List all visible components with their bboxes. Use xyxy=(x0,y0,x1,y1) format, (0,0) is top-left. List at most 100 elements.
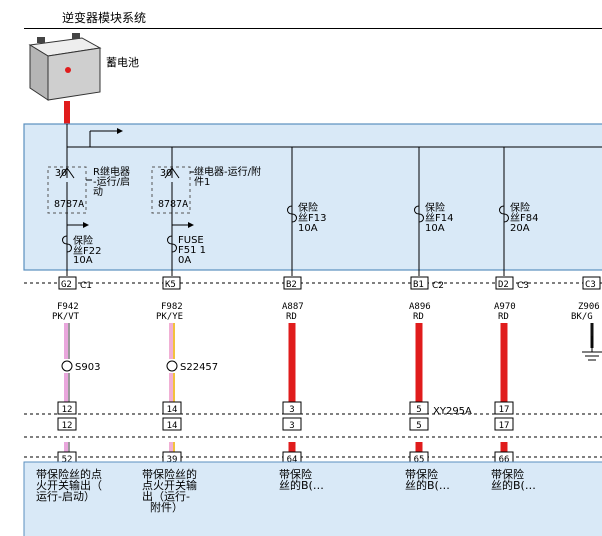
connector-pin-box-row2-5[interactable] xyxy=(494,417,514,431)
output-1-line-3: 运行-启动） xyxy=(36,490,95,503)
fuse-f22-label-3: 10A xyxy=(73,255,93,266)
terminal-b2[interactable] xyxy=(283,276,302,290)
wire-2-segment-1[interactable] xyxy=(169,323,175,359)
connector-pin-box-row1-4[interactable] xyxy=(409,401,429,415)
wire-3-segment-1[interactable] xyxy=(288,323,296,402)
wire-3-segment-3[interactable] xyxy=(288,442,296,452)
terminal-b1-pin: B1 xyxy=(413,280,424,290)
connector-pin-box-row1-5[interactable] xyxy=(494,401,514,415)
battery-terminal xyxy=(65,67,71,73)
connector-pin-box-row2-4[interactable] xyxy=(409,417,429,431)
connector-pin-label-row1-1: 12 xyxy=(62,405,73,415)
fuse-f13-label-3: 10A xyxy=(298,223,318,234)
wires-layer xyxy=(64,323,594,452)
fuse-f14-label-2: 丝F14 xyxy=(425,212,453,224)
connector-pin-box-row2-2[interactable] xyxy=(162,417,182,431)
wire-3-circuit: A887 xyxy=(282,302,304,312)
relay-2-label-line-1: 继电器-运行/附 xyxy=(194,165,261,178)
connector-pin-box-row1-1[interactable] xyxy=(57,401,77,415)
output-2-line-2: 点火开关输 xyxy=(142,478,197,492)
output-3-line-1: 带保险 xyxy=(279,467,312,481)
wire-3-color: RD xyxy=(286,312,297,322)
connector-pin-label-row2-3: 3 xyxy=(289,421,294,431)
wire-1-segment-1[interactable] xyxy=(64,323,70,359)
output-4-line-2: 丝的B(… xyxy=(405,478,450,492)
connector-pin-box-row2-3[interactable] xyxy=(282,417,302,431)
battery-lead xyxy=(64,101,70,124)
terminal-g2[interactable] xyxy=(58,276,77,290)
splice-s22457-label: S22457 xyxy=(180,362,218,373)
wire-4-segment-3[interactable] xyxy=(415,442,423,452)
fuse-f13-label-2: 丝F13 xyxy=(298,212,326,224)
connector-pin-label-row3-4: 65 xyxy=(414,455,425,465)
terminal-b2-pin: B2 xyxy=(286,280,297,290)
relay-1-label-line-3: 动 xyxy=(93,186,103,198)
connector-pin-box-row1-3[interactable] xyxy=(282,401,302,415)
wire-5-segment-1[interactable] xyxy=(500,323,508,402)
terminal-d2[interactable] xyxy=(495,276,514,290)
bottom-device-box xyxy=(23,461,602,536)
wire-4-color: RD xyxy=(413,312,424,322)
wire-5-circuit: A970 xyxy=(494,302,516,312)
relay-1-label-line-1: R继电器 xyxy=(93,165,130,178)
connector-pin-box-row2-1[interactable] xyxy=(57,417,77,431)
terminal-k5-pin: K5 xyxy=(165,280,176,290)
battery-icon[interactable] xyxy=(28,33,102,101)
wire-2-segment-2[interactable] xyxy=(169,373,175,402)
connector-pin-label-row3-2: 39 xyxy=(167,455,178,465)
wire-1-segment-2[interactable] xyxy=(64,373,70,402)
fuse-f84-label-1: 保险 xyxy=(510,201,530,214)
relay-2-pin-top: 30 xyxy=(160,168,172,179)
connector-pin-label-row3-1: 52 xyxy=(62,455,73,465)
connector-pin-label-row2-5: 17 xyxy=(499,421,510,431)
fuse-f13-label-1: 保险 xyxy=(298,201,318,214)
wire-5-color: RD xyxy=(498,312,509,322)
connector-pin-label-row3-3: 64 xyxy=(287,455,298,465)
relay-2-pins-bottom: 8787A xyxy=(158,199,188,210)
output-5-line-2: 丝的B(… xyxy=(491,478,536,492)
relay-2[interactable] xyxy=(151,147,194,240)
wire-4-circuit: A896 xyxy=(409,302,431,312)
wire-6-segment-1[interactable] xyxy=(590,323,594,348)
wire-5-segment-3[interactable] xyxy=(500,442,508,452)
wire-4-segment-1[interactable] xyxy=(415,323,423,402)
inverter-module-box xyxy=(23,123,602,271)
connector-pin-label-row2-1: 12 xyxy=(62,421,73,431)
fuse-f22-label-2: 丝F22 xyxy=(73,245,101,257)
fuse-f22-label-1: 保险 xyxy=(73,234,93,247)
wire-1-segment-4[interactable] xyxy=(64,442,70,452)
connector-pin-box-row1-2[interactable] xyxy=(162,401,182,415)
output-1-line-2: 火开关输出（ xyxy=(36,478,102,492)
connector-pin-label-row1-2: 14 xyxy=(167,405,178,415)
bus-arrow-1-head xyxy=(117,128,123,134)
terminal-k5[interactable] xyxy=(162,276,181,290)
fuse-f14-label-3: 10A xyxy=(425,223,445,234)
terminal-b1-conn: C2 xyxy=(432,281,444,291)
relay-1[interactable] xyxy=(47,147,92,240)
output-4-line-1: 带保险 xyxy=(405,467,438,481)
wire-1-circuit: F942 xyxy=(57,302,79,312)
fuse-f22-symbol[interactable] xyxy=(62,235,72,253)
output-5-line-1: 带保险 xyxy=(491,467,524,481)
fuse-f51-symbol[interactable] xyxy=(167,235,177,253)
output-2-line-3: 出（运行- xyxy=(142,489,190,503)
battery-label: 蓄电池 xyxy=(106,56,139,69)
wire-2-color: PK/YE xyxy=(156,312,183,322)
wire-2-segment-4[interactable] xyxy=(169,442,175,452)
fuse-f84-symbol[interactable] xyxy=(499,205,509,223)
fuse-f14-label-1: 保险 xyxy=(425,201,445,214)
terminal-c3-pin: C3 xyxy=(585,280,596,290)
splice-s22457-icon[interactable] xyxy=(166,360,178,372)
fuse-f14-symbol[interactable] xyxy=(414,205,424,223)
terminal-b1[interactable] xyxy=(410,276,429,290)
splice-s903-icon[interactable] xyxy=(61,360,73,372)
relay-2-label-line-2: 件1 xyxy=(194,176,210,188)
wire-6-circuit: Z906 xyxy=(578,302,600,312)
splice-s903-label: S903 xyxy=(75,362,100,373)
fuse-f13-symbol[interactable] xyxy=(287,205,297,223)
wire-2-circuit: F982 xyxy=(161,302,183,312)
terminal-c3[interactable] xyxy=(582,276,601,290)
